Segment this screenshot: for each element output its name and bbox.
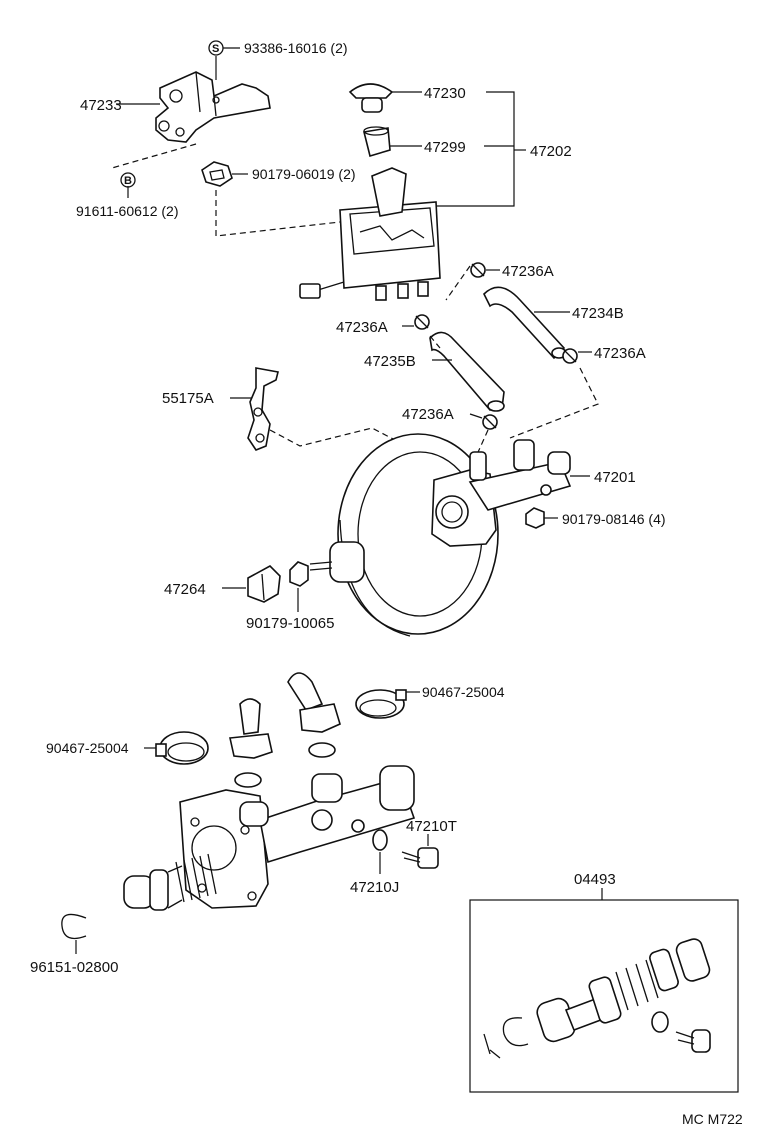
inlet-fitting-left-icon: [229, 698, 273, 759]
master-cylinder-body-icon: [179, 765, 416, 909]
clamp-47236a-3-icon: [414, 314, 430, 330]
filter-47299-icon: [363, 126, 391, 158]
label-47299: 47299: [424, 139, 466, 156]
label-47234b: 47234B: [572, 305, 624, 322]
clamp-47236a-4-icon: [482, 414, 498, 430]
label-96151: 96151-02800: [30, 959, 118, 976]
snap-ring-96151-icon: [61, 913, 87, 940]
label-47236a-1: 47236A: [502, 263, 554, 280]
hose-47235b-icon: [429, 331, 505, 412]
nut-90179-06019-icon: [201, 161, 233, 187]
symbol-b: B: [124, 175, 132, 187]
symbol-b-icon: [120, 172, 136, 188]
label-47230: 47230: [424, 85, 466, 102]
label-47210j: 47210J: [350, 879, 399, 896]
label-90179-08146: 90179-08146 (4): [562, 511, 666, 527]
label-93386: 93386-16016 (2): [244, 40, 348, 56]
label-47236a-2: 47236A: [594, 345, 646, 362]
kit-box: [469, 899, 739, 1093]
label-90179-06019: 90179-06019 (2): [252, 166, 356, 182]
label-90179-10065: 90179-10065: [246, 615, 334, 632]
kit-gasket-icon: [651, 1011, 669, 1033]
label-47264: 47264: [164, 581, 206, 598]
bracket-47233-icon: [155, 71, 271, 143]
label-47210t: 47210T: [406, 818, 457, 835]
label-91611: 91611-60612 (2): [76, 203, 178, 219]
seal-left-icon: [234, 772, 262, 788]
label-47233: 47233: [80, 97, 122, 114]
hose-47234b-icon: [483, 286, 567, 360]
gasket-47210j-icon: [372, 829, 388, 851]
clevis-47264-icon: [247, 565, 281, 603]
label-90467-b: 90467-25004: [46, 740, 129, 756]
seal-right-icon: [308, 742, 336, 758]
nut-90179-10065-icon: [289, 561, 309, 587]
stud-47210t-icon: [401, 847, 439, 869]
clamp-47236a-1-icon: [470, 262, 486, 278]
kit-snap-ring-icon: [483, 1017, 529, 1059]
pushrod-piston-icon: [123, 853, 217, 911]
clamp-47236a-2-icon: [562, 348, 578, 364]
reservoir-icon: [299, 167, 441, 301]
piston-kit-icon: [536, 938, 711, 1043]
label-47202: 47202: [530, 143, 572, 160]
bracket-55175a-icon: [247, 367, 279, 451]
label-04493: 04493: [574, 871, 616, 888]
kit-stud-icon: [675, 1029, 711, 1053]
label-47235b: 47235B: [364, 353, 416, 370]
label-47236a-3: 47236A: [336, 319, 388, 336]
diagram-code: MC M722: [682, 1111, 743, 1127]
hose-clamp-90467-a-icon: [355, 689, 407, 719]
symbol-s: S: [212, 43, 219, 55]
label-47236a-4: 47236A: [402, 406, 454, 423]
hose-clamp-90467-b-icon: [155, 731, 209, 765]
label-90467-a: 90467-25004: [422, 684, 505, 700]
label-47201: 47201: [594, 469, 636, 486]
label-55175a: 55175A: [162, 390, 214, 407]
reservoir-cap-47230-icon: [348, 83, 394, 113]
master-cylinder-47201-icon: [431, 439, 572, 547]
nut-90179-08146-icon: [525, 507, 545, 529]
inlet-fitting-right-icon: [287, 672, 341, 733]
